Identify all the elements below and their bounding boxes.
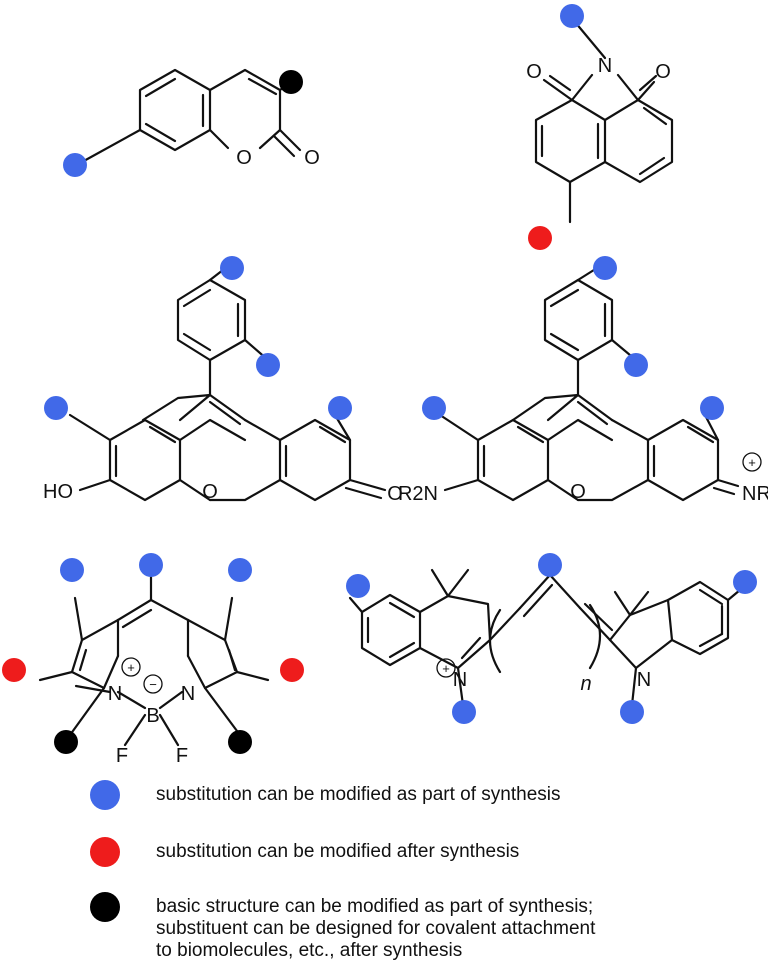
red-dot-icon	[90, 837, 120, 867]
cyanine-positive-charge	[436, 658, 456, 678]
bodipy-minus-sign: −	[149, 677, 157, 692]
fluorescein-phenyl-blue-dot-ortho	[256, 353, 280, 377]
bodipy-right-nitrogen: N	[181, 683, 195, 705]
naphthalimide-structure: N O O	[526, 4, 674, 250]
cyanine-right-nitrogen: N	[637, 669, 651, 691]
rhodamine-phenyl-blue-dot-ortho	[624, 353, 648, 377]
legend-line: substitution can be modified as part of …	[156, 784, 561, 805]
cyanine-right-n-blue-dot	[620, 700, 644, 724]
fluorescein-ring-oxygen: O	[202, 481, 218, 503]
rhodamine-left-blue-dot	[422, 396, 446, 420]
legend-line: substituent can be designed for covalent…	[156, 918, 596, 939]
coumarin-carbonyl-oxygen: O	[304, 147, 320, 169]
rhodamine-phenyl-blue-dot-top	[593, 256, 617, 280]
legend-line: basic structure can be modified as part …	[156, 896, 594, 917]
bodipy-left-red-dot	[2, 658, 26, 682]
bodipy-negative-charge	[143, 674, 163, 694]
cyanine-left-aryl-blue-dot	[346, 574, 370, 598]
naphthalimide-4-red-dot	[528, 226, 552, 250]
bodipy-structure: N N B F F + −	[2, 553, 304, 767]
bodipy-left-beta-blue-dot	[60, 558, 84, 582]
bodipy-left-nitrogen: N	[108, 683, 122, 705]
coumarin-structure: O O	[63, 68, 320, 177]
legend-item-red: substitution can be modified after synth…	[90, 837, 750, 867]
rhodamine-ring-oxygen: O	[570, 481, 586, 503]
legend-line: substitution can be modified after synth…	[156, 841, 520, 862]
bodipy-positive-charge	[121, 657, 141, 677]
legend: substitution can be modified as part of …	[90, 780, 750, 962]
legend-item-black: basic structure can be modified as part …	[90, 892, 750, 962]
naphthalimide-oxygen-left: O	[526, 61, 542, 83]
rhodamine-left-amine: R2N	[398, 483, 438, 505]
naphthalimide-nitrogen: N	[598, 55, 612, 77]
bodipy-meso-blue-dot	[139, 553, 163, 577]
naphthalimide-n-blue-dot	[560, 4, 584, 28]
fluorescein-hydroxyl: HO	[43, 481, 73, 503]
black-dot-icon	[90, 892, 120, 922]
fluorescein-carbonyl-oxygen: O	[387, 483, 403, 505]
cyanine-plus-sign: +	[442, 661, 450, 676]
coumarin-7-blue-dot	[63, 153, 87, 177]
bodipy-right-black-dot	[228, 730, 252, 754]
cyanine-repeat-n: n	[580, 673, 591, 695]
bodipy-fluorine-right: F	[176, 745, 188, 767]
naphthalimide-oxygen-right: O	[655, 61, 671, 83]
bodipy-plus-sign: +	[127, 660, 135, 675]
legend-line: to biomolecules, etc., after synthesis	[156, 940, 463, 961]
rhodamine-positive-charge	[742, 452, 762, 472]
cyanine-left-n-blue-dot	[452, 700, 476, 724]
bodipy-right-red-dot	[280, 658, 304, 682]
coumarin-ring-oxygen: O	[236, 147, 252, 169]
rhodamine-plus-sign: +	[748, 455, 756, 470]
bodipy-boron: B	[146, 705, 159, 727]
rhodamine-structure: O R2N NR2 +	[398, 256, 768, 505]
fluorescein-phenyl-blue-dot-top	[220, 256, 244, 280]
legend-text: substitution can be modified as part of …	[156, 780, 561, 806]
cyanine-chain-blue-dot	[538, 553, 562, 577]
fluorescein-right-blue-dot	[328, 396, 352, 420]
rhodamine-right-iminium: NR2	[742, 483, 768, 505]
cyanine-right-aryl-blue-dot	[733, 570, 757, 594]
fluorescein-structure: O HO O	[43, 256, 403, 505]
legend-text: basic structure can be modified as part …	[156, 892, 595, 962]
bodipy-fluorine-left: F	[116, 745, 128, 767]
bodipy-left-black-dot	[54, 730, 78, 754]
legend-text: substitution can be modified after synth…	[156, 837, 519, 863]
coumarin-3-black-dot	[279, 70, 303, 94]
bodipy-right-beta-blue-dot	[228, 558, 252, 582]
rhodamine-right-blue-dot	[700, 396, 724, 420]
legend-item-blue: substitution can be modified as part of …	[90, 780, 750, 810]
cyanine-left-nitrogen: N	[453, 669, 467, 691]
blue-dot-icon	[90, 780, 120, 810]
fluorescein-left-blue-dot	[44, 396, 68, 420]
cyanine-structure: N N + n	[346, 553, 757, 724]
